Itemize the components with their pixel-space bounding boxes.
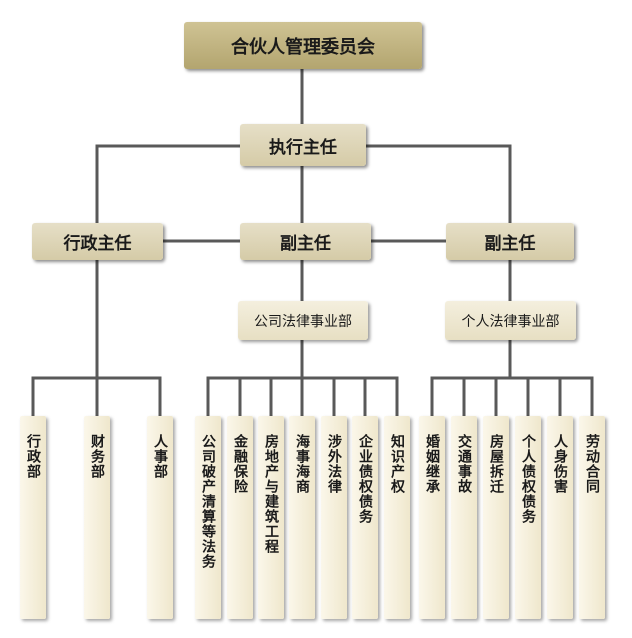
unit-label: 财务部 xyxy=(89,434,105,479)
unit-injury: 人身伤害 xyxy=(547,416,573,619)
unit-marriage: 婚姻继承 xyxy=(419,416,445,619)
unit-label: 知识产权 xyxy=(389,434,405,494)
unit-label: 房地产与建筑工程 xyxy=(263,434,279,554)
unit-hr: 人事部 xyxy=(147,416,173,619)
unit-foreign-law: 涉外法律 xyxy=(321,416,347,619)
unit-admin-office: 行政部 xyxy=(20,416,46,619)
node-partner-committee: 合伙人管理委员会 xyxy=(184,22,422,69)
unit-personal-debt: 个人债权债务 xyxy=(515,416,541,619)
unit-label: 行政部 xyxy=(25,434,41,479)
unit-label: 房屋拆迁 xyxy=(488,434,504,494)
unit-label: 个人债权债务 xyxy=(520,434,536,524)
unit-label: 婚姻继承 xyxy=(424,434,440,494)
node-company-law-dept: 公司法律事业部 xyxy=(238,301,368,340)
unit-label: 金融保险 xyxy=(232,434,248,494)
unit-real-estate: 房地产与建筑工程 xyxy=(258,416,284,619)
node-deputy-director-right: 副主任 xyxy=(446,223,574,260)
unit-label: 涉外法律 xyxy=(326,434,342,494)
unit-corporate-debt: 企业债权债务 xyxy=(352,416,378,619)
unit-demolition: 房屋拆迁 xyxy=(483,416,509,619)
unit-label: 劳动合同 xyxy=(584,434,600,494)
unit-bankruptcy: 公司破产清算等法务 xyxy=(195,416,221,619)
unit-maritime: 海事海商 xyxy=(289,416,315,619)
unit-labor: 劳动合同 xyxy=(579,416,605,619)
node-deputy-director-left: 副主任 xyxy=(240,223,371,260)
unit-label: 公司破产清算等法务 xyxy=(200,434,216,569)
node-personal-law-dept: 个人法律事业部 xyxy=(445,301,576,340)
unit-finance: 财务部 xyxy=(84,416,110,619)
node-executive-director: 执行主任 xyxy=(240,124,366,166)
unit-label: 交通事故 xyxy=(456,434,472,494)
unit-label: 企业债权债务 xyxy=(357,434,373,524)
unit-ip: 知识产权 xyxy=(384,416,410,619)
unit-traffic: 交通事故 xyxy=(451,416,477,619)
unit-label: 海事海商 xyxy=(294,434,310,494)
node-admin-director: 行政主任 xyxy=(32,223,163,260)
unit-finance-insurance: 金融保险 xyxy=(227,416,253,619)
unit-label: 人事部 xyxy=(152,434,168,479)
unit-label: 人身伤害 xyxy=(552,434,568,494)
